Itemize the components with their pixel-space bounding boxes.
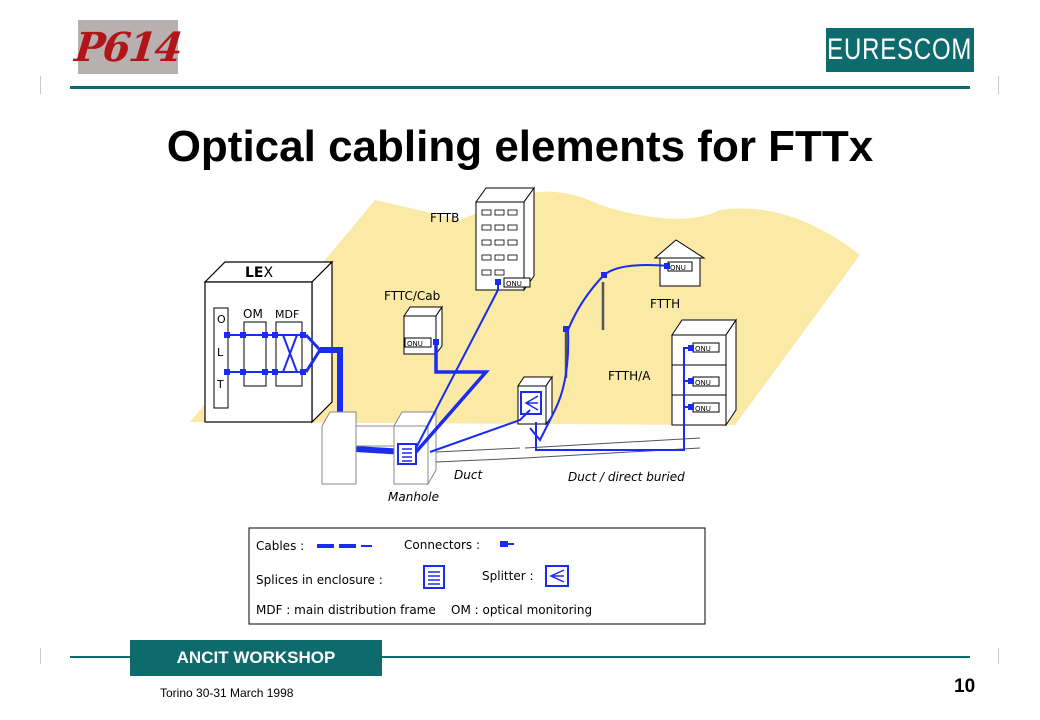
legend-splitter: Splitter :	[482, 569, 534, 583]
manhole: Manhole	[321, 410, 439, 504]
ftth-a-label: FTTH/A	[608, 369, 651, 383]
ftth-onu-label: ONU	[670, 264, 686, 272]
fttb-building: ONU FTTB	[430, 186, 535, 292]
frame-tick	[40, 76, 41, 94]
p614-logo: P614	[73, 20, 183, 74]
splitter-cabinet	[517, 375, 553, 426]
mdf-label: MDF	[275, 308, 299, 321]
frame-tick	[998, 76, 999, 94]
eurescom-logo: EURESCOM	[826, 28, 974, 72]
splice-enclosure-icon	[397, 443, 417, 465]
workshop-banner: ANCIT WORKSHOP	[130, 640, 382, 676]
legend-splices: Splices in enclosure :	[256, 573, 383, 587]
legend-splice-icon	[423, 565, 445, 589]
legend-cables: Cables :	[256, 539, 304, 553]
legend-box: Cables : Connectors : Splices in enclosu…	[248, 527, 706, 625]
lex-label: LEX	[245, 265, 273, 281]
legend-abbreviations: MDF : main distribution frame OM : optic…	[256, 603, 592, 617]
ftth-label: FTTH	[650, 297, 680, 311]
olt-letter-l: L	[217, 346, 224, 359]
olt-letter-o: O	[217, 313, 226, 326]
legend-connectors: Connectors :	[404, 538, 480, 552]
fttc-label: FTTC/Cab	[384, 289, 440, 303]
ftth-a-onu-label-3: ONU	[695, 405, 711, 413]
ftth-house: ONU FTTH	[650, 239, 706, 311]
feeder-cable	[320, 347, 406, 455]
ftth-a-onu-label-1: ONU	[695, 345, 711, 353]
legend-splitter-icon	[545, 565, 569, 587]
duct-label: Duct	[454, 468, 483, 482]
header-rule	[70, 86, 970, 89]
fttb-label: FTTB	[430, 211, 459, 225]
fttb-onu-label: ONU	[506, 280, 522, 288]
connectors	[433, 263, 694, 410]
frame-tick	[998, 648, 999, 664]
manhole-label: Manhole	[388, 490, 439, 504]
footer-rule	[70, 656, 970, 658]
ftth-a-onu-label-2: ONU	[695, 379, 711, 387]
duct-buried-label: Duct / direct buried	[568, 470, 685, 484]
fttc-onu-label: ONU	[407, 340, 423, 348]
page-number: 10	[954, 676, 976, 697]
event-date: Torino 30-31 March 1998	[160, 686, 294, 700]
fttc-cabinet: ONU FTTC/Cab	[384, 289, 443, 356]
fttx-diagram: LEX O L T OM MDF Manhole	[190, 186, 860, 625]
frame-tick	[40, 648, 41, 664]
om-label: OM	[243, 307, 263, 321]
olt-letter-t: T	[216, 378, 224, 391]
lex-building: LEX O L T OM MDF	[203, 260, 334, 424]
slide-title: Optical cabling elements for FTTx	[166, 122, 874, 171]
legend-connector-sample	[500, 541, 514, 547]
